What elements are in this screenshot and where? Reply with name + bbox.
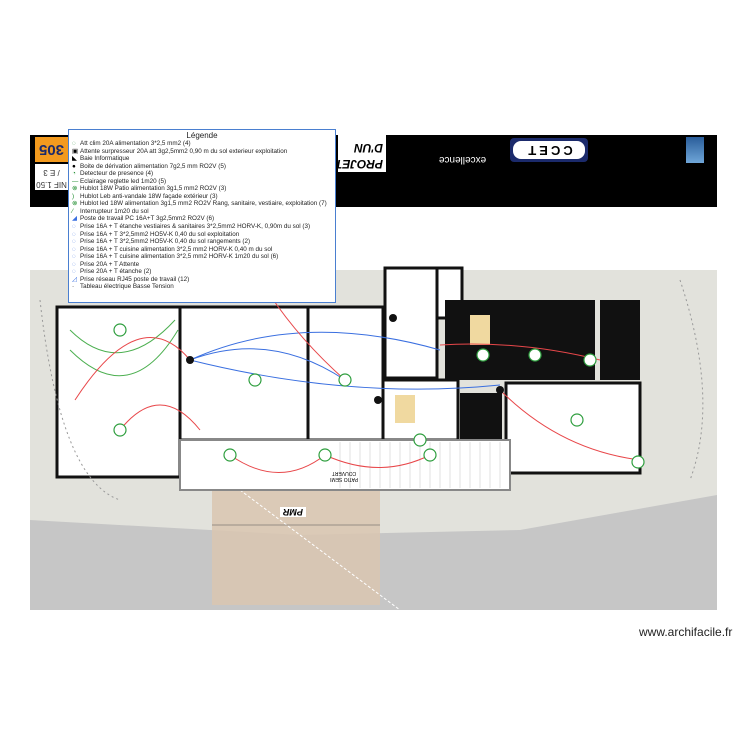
led-bulkhead-icon	[583, 353, 597, 367]
patio	[179, 439, 511, 491]
legend-item: —Eclairage reglette led 1m20 (5)	[72, 178, 332, 186]
sanitary-fixture	[470, 315, 490, 345]
legend-item-label: Prise 16A + T 3*2,5mm2 HO5V-K 0,40 du so…	[80, 238, 251, 246]
legend-item-label: Prise 16A + T cuisine alimentation 3*2,5…	[80, 253, 279, 261]
led-bulkhead-icon	[413, 433, 427, 447]
legend-item: ◌ Prise 16A + T étanche vestiaires & sani…	[72, 223, 332, 231]
clim-socket-icon: ◌	[72, 140, 76, 147]
legend-item-label: Eclairage reglette led 1m20 (5)	[80, 177, 167, 185]
legend-item: ) Hublot Leb anti-vandale 18W façade exté…	[72, 193, 332, 201]
bulkhead-light-icon	[318, 448, 332, 462]
legend-item: ⁄ Interrupteur 1m20 du sol	[72, 208, 332, 216]
presence-detector-icon: ◔	[72, 170, 76, 178]
socket-20a-icon: ◌	[72, 260, 76, 268]
excellence-logo: excellence	[438, 154, 487, 165]
legend-item: ⊗Hublot 18W Patio alimentation 3g1,5 mm2…	[72, 185, 332, 193]
wiring	[69, 294, 641, 473]
panel-icon: ·	[72, 283, 75, 291]
legend-title: Légende	[186, 131, 218, 140]
led-bulkhead-icon	[528, 348, 542, 362]
legend-item: ◌ Prise 16A + T 3*2,5mm2 HO5V-K 0,40 du s…	[72, 238, 332, 246]
kitchen-socket-icon: ◌	[72, 253, 76, 261]
legend-item: ◿Prise réseau RJ45 poste de travail (12)	[72, 276, 332, 284]
legend-item: ◔ Detecteur de presence (4)	[72, 170, 332, 178]
socket-icon: ◌	[72, 230, 76, 238]
legend-item-label: Boite de dérivation alimentation 7g2,5 m…	[80, 162, 226, 170]
kitchen-socket-icon: ◌	[72, 245, 76, 253]
led-bulkhead-icon	[570, 413, 584, 427]
patio-label: PATIO SEMI COUVERT	[330, 470, 358, 482]
bulkhead-light-icon: ⊗	[72, 185, 78, 193]
legend-item: ◌ Att clim 20A alimentation 3*2,5 mm2 (4)	[72, 140, 332, 148]
junction-box-icon	[186, 356, 194, 364]
building-walls	[55, 266, 642, 479]
bulkhead-light-icon	[223, 448, 237, 462]
legend-item: ▣Attente surpresseur 20A att 3g2,5mm2 0,…	[72, 148, 332, 156]
legend-item: ◌ Prise 16A + T cuisine alimentation 3*2,…	[72, 253, 332, 261]
legend-item: ● Boite de dérivation alimentation 7g2,5 …	[72, 163, 332, 171]
legend-item-label: Attente surpresseur 20A att 3g2,5mm2 0,9…	[80, 147, 288, 155]
led-bulkhead-icon	[476, 348, 490, 362]
led-strip-icon: —	[72, 177, 79, 185]
legend-item: ◌ Prise 16A + T cuisine alimentation 3*2,…	[72, 246, 332, 254]
sanitary-fixture	[395, 395, 415, 423]
legend-item-label: Prise 16A + T 3*2,5mm2 HO5V-K 0,40 du so…	[80, 230, 240, 238]
legend-item: ◌ Prise 20A + T étanche (2)	[72, 268, 332, 276]
legend-item: · Tableau électrique Basse Tension	[72, 283, 332, 291]
legend-item-label: Hublot led 18W alimentation 3g1,5 mm2 RO…	[80, 200, 327, 208]
rj45-icon: ◿	[72, 275, 77, 283]
reference-box: NIF 1.50 / E 3	[35, 164, 68, 190]
legend-item-label: Prise 16A + T cuisine alimentation 3*2,5…	[80, 245, 273, 253]
legend-item: ◌ Prise 20A + T Attente	[72, 261, 332, 269]
watermark: www.archifacile.fr	[639, 625, 733, 639]
light-fixtures	[113, 288, 645, 469]
legend-item: ◌ Prise 16A + T 3*2,5mm2 HO5V-K 0,40 du s…	[72, 231, 332, 239]
legend-item-label: Baie Informatique	[80, 155, 130, 163]
workstation-icon: ◢	[72, 215, 77, 223]
bulkhead-light-icon	[423, 448, 437, 462]
switch-icon: ⁄	[72, 207, 74, 215]
legend-item-label: Poste de travail PC 16A+T 3g2,5mm2 RO2V …	[80, 215, 215, 223]
junction-boxes	[186, 314, 504, 404]
project-number-badge: 305	[35, 137, 68, 162]
legend-item-label: Detecteur de presence (4)	[80, 170, 154, 178]
network-bay-icon: ◣	[72, 155, 77, 163]
patio-hatching	[339, 442, 501, 488]
legend-item: ◣Baie Informatique	[72, 155, 332, 163]
legend-item-label: Att clim 20A alimentation 3*2,5 mm2 (4)	[80, 140, 191, 147]
dimension-line	[239, 489, 401, 611]
led-bulkhead-icon	[338, 373, 352, 387]
surpresseur-icon: ▣	[72, 147, 78, 155]
socket-icon: ◌	[72, 238, 76, 246]
led-bulkhead-icon	[248, 373, 262, 387]
legend-item: ⊗Hublot led 18W alimentation 3g1,5 mm2 R…	[72, 200, 332, 208]
project-title: PROJET D'UN	[335, 135, 386, 172]
legend-item-label: Prise 20A + T étanche (2)	[80, 268, 152, 276]
legend-panel: Légende ◌ Att clim 20A alimentation 3*2,5…	[68, 129, 336, 303]
partner-logo	[686, 137, 704, 163]
junction-box-icon	[374, 396, 382, 404]
junction-box-icon	[389, 314, 397, 322]
junction-box-icon	[496, 386, 504, 394]
pmr-label: PMR	[280, 507, 306, 517]
legend-item: ◢Poste de travail PC 16A+T 3g2,5mm2 RO2V…	[72, 215, 332, 223]
ccet-logo: CCET	[510, 138, 588, 162]
led-bulkhead-icon	[113, 323, 127, 337]
legend-item-label: Hublot Leb anti-vandale 18W façade extér…	[80, 192, 218, 200]
led-bulkhead-icon: ⊗	[72, 200, 78, 208]
vandal-light-icon	[631, 455, 645, 469]
legend-item-label: Interrupteur 1m20 du sol	[80, 207, 149, 215]
waterproof-socket-icon: ◌	[72, 268, 76, 276]
waterproof-socket-icon: ◌	[72, 223, 76, 231]
junction-box-icon: ●	[72, 162, 76, 170]
led-bulkhead-icon	[113, 423, 127, 437]
legend-item-label: Prise 16A + T étanche vestiaires & sanit…	[80, 223, 311, 231]
ccet-logo-text: CCET	[513, 141, 585, 159]
vandal-light-icon: )	[72, 192, 75, 200]
legend-item-label: Prise 20A + T Attente	[80, 260, 140, 268]
legend-item-label: Tableau électrique Basse Tension	[80, 283, 174, 291]
legend-item-label: Prise réseau RJ45 poste de travail (12)	[80, 275, 190, 283]
legend-item-label: Hublot 18W Patio alimentation 3g1,5 mm2 …	[80, 185, 227, 193]
